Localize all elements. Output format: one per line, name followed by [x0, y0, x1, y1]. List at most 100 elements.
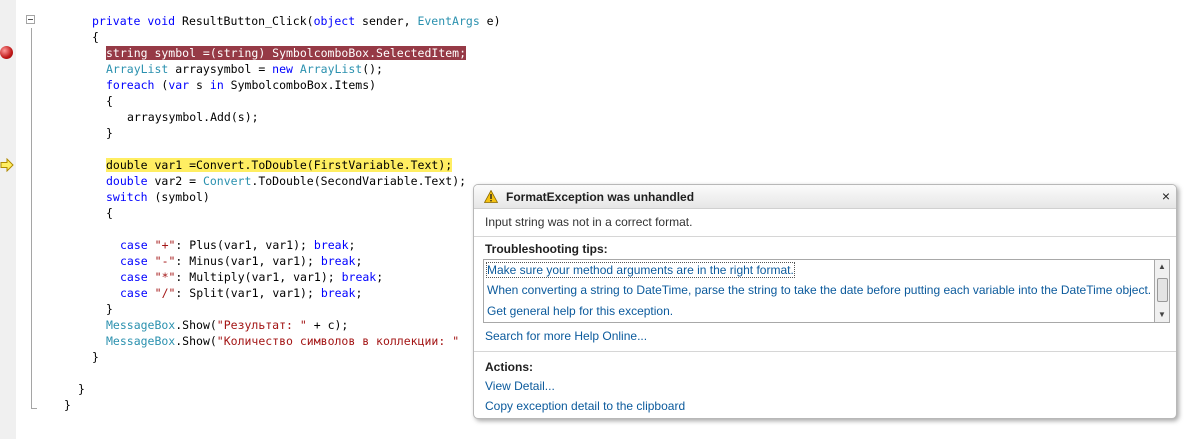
code-token: }	[106, 126, 113, 140]
warning-icon	[484, 190, 498, 203]
code-token: (	[154, 78, 169, 92]
code-token: : Plus(var1, var1);	[175, 238, 314, 252]
code-token: .ToDouble(SecondVariable.Text);	[251, 174, 467, 188]
code-token: : Minus(var1, var1);	[175, 254, 321, 268]
scroll-up-icon[interactable]: ▲	[1158, 262, 1166, 271]
code-line[interactable]: }	[64, 397, 71, 413]
code-line[interactable]: case "-": Minus(var1, var1); break;	[120, 253, 362, 269]
exception-assistant: FormatException was unhandled × Input st…	[473, 184, 1177, 419]
tip-link[interactable]: When converting a string to DateTime, pa…	[487, 283, 1152, 297]
code-token: EventArgs	[417, 14, 480, 28]
code-token: double	[106, 174, 148, 188]
code-token: ;	[355, 286, 363, 300]
code-token: arraysymbol.Add(s);	[127, 110, 259, 124]
code-token: MessageBox	[106, 318, 176, 332]
code-token: e)	[479, 14, 501, 28]
code-token: .Show(	[175, 334, 217, 348]
outline-guide-end	[31, 408, 37, 409]
tip-link[interactable]: Get general help for this exception.	[487, 304, 674, 318]
code-line[interactable]: {	[106, 93, 113, 109]
copy-exception-link[interactable]: Copy exception detail to the clipboard	[485, 399, 686, 413]
code-line[interactable]: foreach (var s in SymbolcomboBox.Items)	[106, 77, 376, 93]
code-token: }	[92, 350, 99, 364]
code-token: {	[92, 30, 99, 44]
code-token: ResultButton_Click(	[182, 14, 314, 28]
code-token: ;	[348, 238, 356, 252]
code-line[interactable]: }	[92, 349, 99, 365]
code-token	[148, 270, 155, 284]
code-line[interactable]: }	[106, 125, 113, 141]
code-token: arraysymbol =	[168, 62, 273, 76]
code-token: "Количество символов в коллекции: "	[216, 334, 460, 348]
code-line[interactable]: case "*": Multiply(var1, var1); break;	[120, 269, 383, 285]
actions-heading: Actions:	[485, 360, 533, 374]
code-token: + c);	[306, 318, 349, 332]
code-token: object	[313, 14, 356, 28]
code-token: (symbol)	[147, 190, 210, 204]
code-line[interactable]: arraysymbol.Add(s);	[127, 109, 259, 125]
search-help-online-link[interactable]: Search for more Help Online...	[485, 329, 648, 343]
code-token: }	[106, 302, 113, 316]
code-token: .Show(	[175, 318, 217, 332]
code-line[interactable]: {	[92, 29, 99, 45]
code-token: double var1 =Convert.ToDouble(FirstVaria…	[106, 158, 453, 172]
code-token: ;	[355, 254, 363, 268]
code-token: "*"	[154, 270, 176, 284]
code-line[interactable]: {	[106, 205, 113, 221]
code-line[interactable]: double var2 = Convert.ToDouble(SecondVar…	[106, 173, 466, 189]
code-token: var2 =	[147, 174, 203, 188]
code-line[interactable]: MessageBox.Show("Результат: " + c);	[106, 317, 348, 333]
code-token: in	[209, 78, 224, 92]
code-line[interactable]: case "/": Split(var1, var1); break;	[120, 285, 362, 301]
code-token: : Multiply(var1, var1);	[175, 270, 342, 284]
code-token: "/"	[154, 286, 176, 300]
code-line[interactable]: }	[106, 301, 113, 317]
exception-message: Input string was not in a correct format…	[485, 215, 693, 229]
code-token: Convert	[202, 174, 252, 188]
code-token: {	[106, 206, 113, 220]
code-token: "Результат: "	[216, 318, 307, 332]
code-token	[148, 254, 155, 268]
code-line[interactable]: MessageBox.Show("Количество символов в к…	[106, 333, 459, 349]
code-line[interactable]: private void ResultButton_Click(object s…	[92, 13, 501, 29]
troubleshooting-tips-list[interactable]: Make sure your method arguments are in t…	[483, 259, 1155, 323]
code-token: case	[120, 238, 148, 252]
divider	[474, 351, 1176, 352]
code-token: break	[341, 270, 377, 284]
code-token: s	[189, 78, 210, 92]
code-token: case	[120, 286, 148, 300]
code-line[interactable]: switch (symbol)	[106, 189, 210, 205]
current-statement-arrow-icon	[0, 158, 14, 172]
collapse-icon[interactable]	[26, 15, 35, 24]
code-line[interactable]: case "+": Plus(var1, var1); break;	[120, 237, 355, 253]
code-token: case	[120, 270, 148, 284]
code-token: }	[64, 398, 71, 412]
tips-scrollbar[interactable]: ▲ ▼	[1155, 259, 1170, 323]
code-token: switch	[106, 190, 148, 204]
code-line[interactable]: string symbol =(string) SymbolcomboBox.S…	[106, 45, 467, 61]
code-line[interactable]: }	[78, 381, 85, 397]
code-token: ArrayList	[299, 62, 363, 76]
divider	[474, 236, 1176, 237]
code-token: ;	[376, 270, 384, 284]
view-detail-link[interactable]: View Detail...	[485, 379, 555, 393]
code-token: SymbolcomboBox.Items)	[223, 78, 377, 92]
code-token: string symbol =(string) SymbolcomboBox.S…	[106, 46, 467, 60]
code-line[interactable]: ArrayList arraysymbol = new ArrayList();	[106, 61, 383, 77]
code-token: : Split(var1, var1);	[175, 286, 321, 300]
code-token: new	[272, 62, 293, 76]
scroll-thumb[interactable]	[1157, 278, 1168, 302]
editor-margin[interactable]	[0, 0, 16, 439]
exception-title: FormatException was unhandled	[506, 190, 695, 204]
code-token	[148, 238, 155, 252]
code-token: ();	[362, 62, 383, 76]
close-icon[interactable]: ×	[1161, 188, 1170, 204]
breakpoint-icon[interactable]	[0, 46, 13, 59]
code-token: break	[313, 238, 349, 252]
tip-link[interactable]: Make sure your method arguments are in t…	[486, 262, 795, 278]
scroll-down-icon[interactable]: ▼	[1158, 310, 1166, 319]
code-token: private void	[92, 14, 183, 28]
code-token: break	[320, 254, 356, 268]
exception-header: FormatException was unhandled ×	[474, 185, 1176, 209]
code-line[interactable]: double var1 =Convert.ToDouble(FirstVaria…	[106, 157, 453, 173]
